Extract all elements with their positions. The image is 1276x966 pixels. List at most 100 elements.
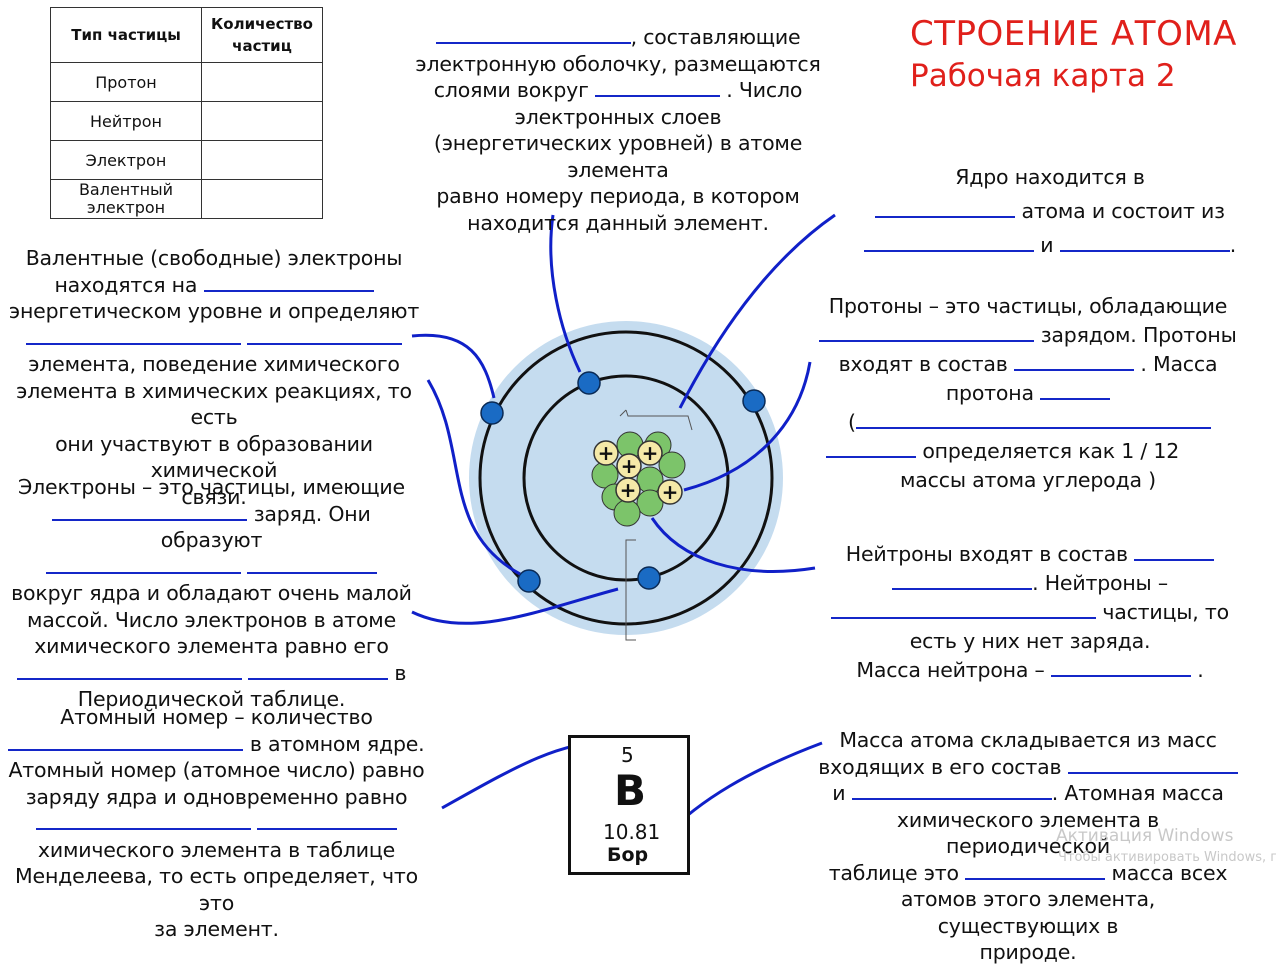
text-line: , составляющие [630,25,801,49]
table-cell-count[interactable] [201,140,323,180]
text-line: Атомный номер – количество [60,705,373,729]
text-line: за элемент. [154,917,279,941]
blank-field[interactable] [52,501,248,521]
blank-field[interactable] [1067,754,1238,774]
text-line: Масса атома складывается из масс [839,728,1217,752]
blank-field[interactable] [965,860,1106,880]
element-name: Бор [607,844,649,866]
text-line: связи. [181,484,247,509]
text-line: слоями вокруг [433,78,589,102]
watermark-title: Активация Windows [1056,826,1234,846]
blank-field[interactable] [1050,657,1191,677]
text-line: . Число [726,78,803,102]
blank-field[interactable] [16,660,242,680]
text-line: заряду ядра и одновременно равно [25,784,408,809]
nucleus [591,431,686,527]
electron-shell-text: , составляющие электронную оболочку, раз… [398,24,838,236]
blank-field[interactable] [257,810,398,830]
blank-field[interactable] [863,232,1034,252]
blank-field[interactable] [45,554,241,574]
blank-field[interactable] [25,325,241,345]
text-line: Периодической таблице. [77,687,346,711]
neutrons-text: Нейтроны входят в состав . Нейтроны – ча… [820,540,1240,685]
text-line: в атомном ядре. [249,731,425,756]
text-line: химического элемента в таблице [37,837,396,862]
text-line: химического элемента в периодической [896,807,1160,859]
blank-field[interactable] [594,77,720,97]
table-row: Нейтрон [50,101,323,141]
blank-field[interactable] [1014,351,1134,371]
table-header-type: Тип частицы [50,7,202,63]
proton-sign: + [662,480,679,504]
electrons-text: Электроны – это частицы, имеющие заряд. … [4,474,419,713]
text-line: протона [945,381,1034,405]
nucleus-text: Ядро находится в атома и состоит из и . [840,160,1260,262]
text-line: находится данный элемент. [467,210,769,235]
proton-sign: + [620,478,637,502]
text-line: энергетическом уровне и определяют [8,299,420,323]
blank-field[interactable] [831,599,1096,619]
proton-sign: + [598,441,615,465]
text-line: Атомный номер (атомное число) равно [8,758,425,782]
text-line: вокруг ядра и обладают очень малой [11,581,412,605]
blank-field[interactable] [1059,232,1230,252]
blank-field[interactable] [8,731,244,751]
text-line: частицы, то [1102,600,1229,624]
blank-field[interactable] [1134,541,1215,561]
element-card: 5 B 10.81 Бор [568,735,690,875]
blank-field[interactable] [35,810,251,830]
atomic-number: 5 [621,743,634,767]
table-cell-type: Валентный электрон [50,179,202,219]
text-line: заряд. Они образуют [160,501,371,553]
blank-field[interactable] [248,660,389,680]
blank-field[interactable] [1040,380,1111,400]
text-line: элемента, поведение химического [28,352,400,376]
text-line: Менделеева, то есть определяет, что это [15,864,418,915]
text-line: . Масса [1140,352,1218,376]
table-cell-type: Электрон [50,140,202,180]
text-line: . Нейтроны – [1032,571,1168,595]
blank-field[interactable] [875,198,1016,218]
text-line: (энергетических уровней) в атоме элемент… [433,131,803,182]
text-line: электронную оболочку, размещаются [415,51,821,76]
element-symbol: B [614,766,647,815]
blank-field[interactable] [247,554,378,574]
atomic-mass: 10.81 [603,820,661,844]
watermark-subtitle: Чтобы активировать Windows, п [1058,850,1276,865]
text-line: Протоны – это частицы, обладающие [828,294,1228,318]
table-cell-count[interactable] [201,179,323,219]
blank-field[interactable] [435,24,631,44]
text-line: Масса нейтрона – [856,658,1045,682]
text-line: . [1229,233,1237,257]
text-line: элемента в химических реакциях, то есть [16,378,412,430]
text-line: Электроны – это частицы, имеющие [18,475,405,499]
blank-field[interactable] [855,409,1211,429]
table-cell-count[interactable] [201,101,323,141]
blank-field[interactable] [247,325,403,345]
text-line: Нейтроны входят в состав [845,542,1128,566]
protons-text: Протоны – это частицы, обладающие зарядо… [818,292,1238,495]
table-header-count: Количество частиц [201,7,323,63]
atomic-number-text: Атомный номер – количество в атомном ядр… [4,704,429,943]
blank-field[interactable] [851,780,1052,800]
text-line: и [832,781,846,805]
blank-field[interactable] [826,438,916,458]
text-line: в [394,660,407,685]
blank-field[interactable] [892,570,1033,590]
blank-field[interactable] [203,272,374,292]
text-line: электронных слоев [514,104,722,129]
text-line: и [1040,233,1054,257]
table-row: Протон [50,62,323,102]
text-line: массы атома углерода ) [900,468,1156,492]
text-line: равно номеру периода, в котором [436,184,800,208]
text-line: химического элемента равно его [34,634,389,658]
page-subtitle: Рабочая карта 2 [910,58,1176,94]
text-line: находятся на [54,272,198,297]
text-line: зарядом. Протоны [1040,323,1237,347]
blank-field[interactable] [819,322,1035,342]
text-line: определяется как 1 / 12 [922,439,1180,463]
text-line: входящих в его состав [818,754,1062,779]
text-line: масса всех [1111,860,1228,885]
text-line: входят в состав [838,352,1008,376]
table-row: Электрон [50,140,323,180]
